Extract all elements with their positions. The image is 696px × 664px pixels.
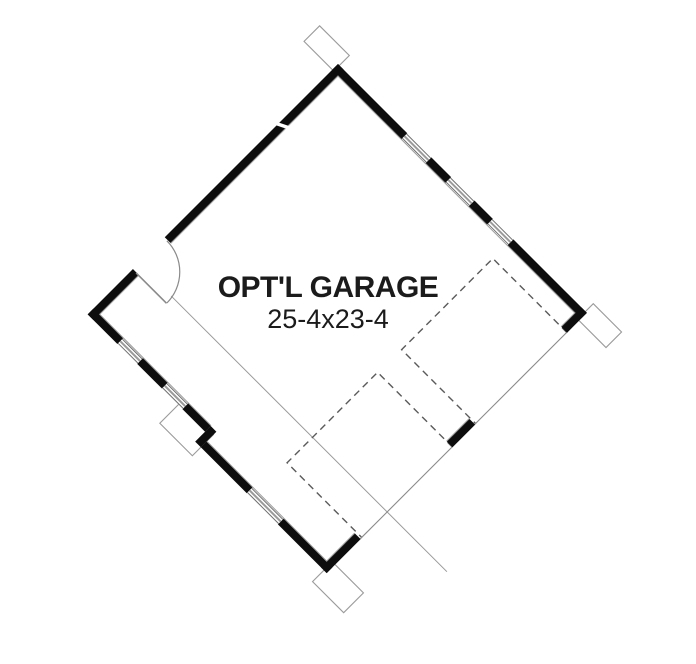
garage-door-2-sill-line <box>359 446 453 540</box>
top-wall-segment-2 <box>425 157 452 183</box>
entry-door-swing-arc <box>166 240 181 304</box>
bottom-wall-inner-face-prejog <box>98 313 212 427</box>
bottom-wall-segment-3 <box>182 403 211 432</box>
room-name-label: OPT'L GARAGE <box>217 271 439 304</box>
left-wall-upper <box>164 63 344 243</box>
rotated-plan-group <box>87 25 623 614</box>
room-label-block: OPT'L GARAGE 25-4x23-4 <box>128 272 528 334</box>
entry-door-leaf <box>135 272 168 304</box>
garage-door-1-sill-line <box>474 331 568 425</box>
top-wall-segment-4 <box>507 239 587 319</box>
top-corner-pad <box>303 25 351 72</box>
room-dimensions-label: 25-4x23-4 <box>267 304 389 334</box>
bottom-corner-pad <box>311 561 365 614</box>
left-wall-inner-face-upper <box>170 75 339 244</box>
garage-door-opening-2-dashed-outline <box>286 371 454 539</box>
right-wall-stub-1 <box>561 307 587 333</box>
right-wall-inner-face-2 <box>446 418 470 442</box>
right-wall-inner-face-1 <box>560 312 576 328</box>
window-top-1 <box>401 133 431 163</box>
top-wall-segment-3 <box>468 200 493 225</box>
right-corner-pad <box>576 302 623 349</box>
left-wall-lower <box>87 269 139 320</box>
right-wall-inner-face-3 <box>325 532 355 562</box>
bottom-wall-segment-5 <box>277 518 333 574</box>
window-bottom-2 <box>162 383 188 409</box>
wall-break-mark <box>275 121 290 130</box>
window-bottom-1 <box>117 338 143 364</box>
bottom-wall-segment-4 <box>200 441 253 494</box>
bottom-wall-jog-riser <box>195 426 217 448</box>
left-wall-inner-face-lower <box>98 274 140 316</box>
bottom-wall-segment-1 <box>87 308 124 345</box>
window-top-2 <box>445 177 475 206</box>
window-bottom-3 <box>247 487 284 524</box>
walkway-reference-line <box>170 295 448 573</box>
garage-door-opening-1-dashed-outline <box>400 257 568 425</box>
top-wall-segment-1 <box>332 64 408 139</box>
top-wall-inner-face <box>337 75 576 314</box>
window-top-3 <box>487 219 514 245</box>
right-wall-stub-2 <box>446 418 476 448</box>
right-wall-corner-segment <box>321 533 361 574</box>
bottom-wall-inner-face-postjog <box>206 440 328 562</box>
bottom-wall-segment-2 <box>137 358 168 389</box>
